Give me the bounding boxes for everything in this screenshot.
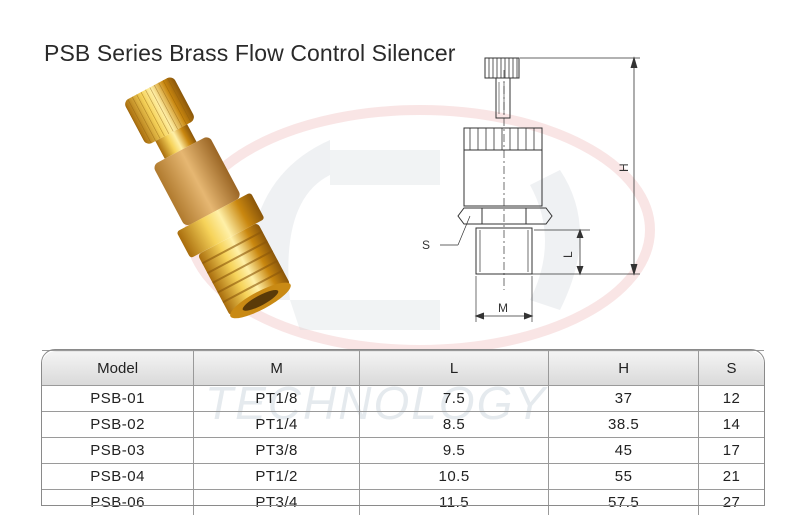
cell-l: 9.5 [359, 437, 549, 464]
cell-model: PSB-01 [42, 385, 194, 412]
cell-l: 11.5 [359, 489, 549, 515]
cell-model: PSB-02 [42, 411, 194, 438]
cell-h: 38.5 [548, 411, 699, 438]
cell-s: 17 [698, 437, 764, 464]
cell-s: 21 [698, 463, 764, 490]
cell-l: 8.5 [359, 411, 549, 438]
cell-m: PT3/8 [193, 437, 360, 464]
table-row: PSB-06 PT3/4 11.5 57.5 27 [42, 489, 764, 515]
spec-table: Model M L H S PSB-01 PT1/8 7.5 37 12 PSB… [42, 350, 764, 515]
cell-h: 45 [548, 437, 699, 464]
table-header-row: Model M L H S [42, 350, 764, 386]
header-s: S [698, 350, 764, 386]
header-h: H [548, 350, 699, 386]
header-l: L [359, 350, 549, 386]
dimension-label-s: S [422, 238, 430, 252]
page-title: PSB Series Brass Flow Control Silencer [44, 40, 456, 66]
table-row: PSB-01 PT1/8 7.5 37 12 [42, 385, 764, 412]
brass-silencer-image [125, 77, 291, 319]
header-model: Model [42, 350, 194, 386]
dimension-label-m: M [498, 301, 508, 315]
cell-model: PSB-04 [42, 463, 194, 490]
cell-s: 12 [698, 385, 764, 412]
cell-s: 27 [698, 489, 764, 515]
technical-drawing: H L S M [422, 56, 640, 322]
cell-h: 57.5 [548, 489, 699, 515]
dimension-label-l: L [561, 251, 575, 258]
cell-h: 55 [548, 463, 699, 490]
table-row: PSB-03 PT3/8 9.5 45 17 [42, 437, 764, 464]
cell-model: PSB-06 [42, 489, 194, 515]
cell-m: PT1/2 [193, 463, 360, 490]
cell-s: 14 [698, 411, 764, 438]
cell-model: PSB-03 [42, 437, 194, 464]
header-m: M [193, 350, 360, 386]
cell-m: PT1/8 [193, 385, 360, 412]
cell-l: 10.5 [359, 463, 549, 490]
dimension-label-h: H [617, 163, 631, 172]
cell-h: 37 [548, 385, 699, 412]
cell-l: 7.5 [359, 385, 549, 412]
cell-m: PT3/4 [193, 489, 360, 515]
table-row: PSB-04 PT1/2 10.5 55 21 [42, 463, 764, 490]
cell-m: PT1/4 [193, 411, 360, 438]
table-row: PSB-02 PT1/4 8.5 38.5 14 [42, 411, 764, 438]
